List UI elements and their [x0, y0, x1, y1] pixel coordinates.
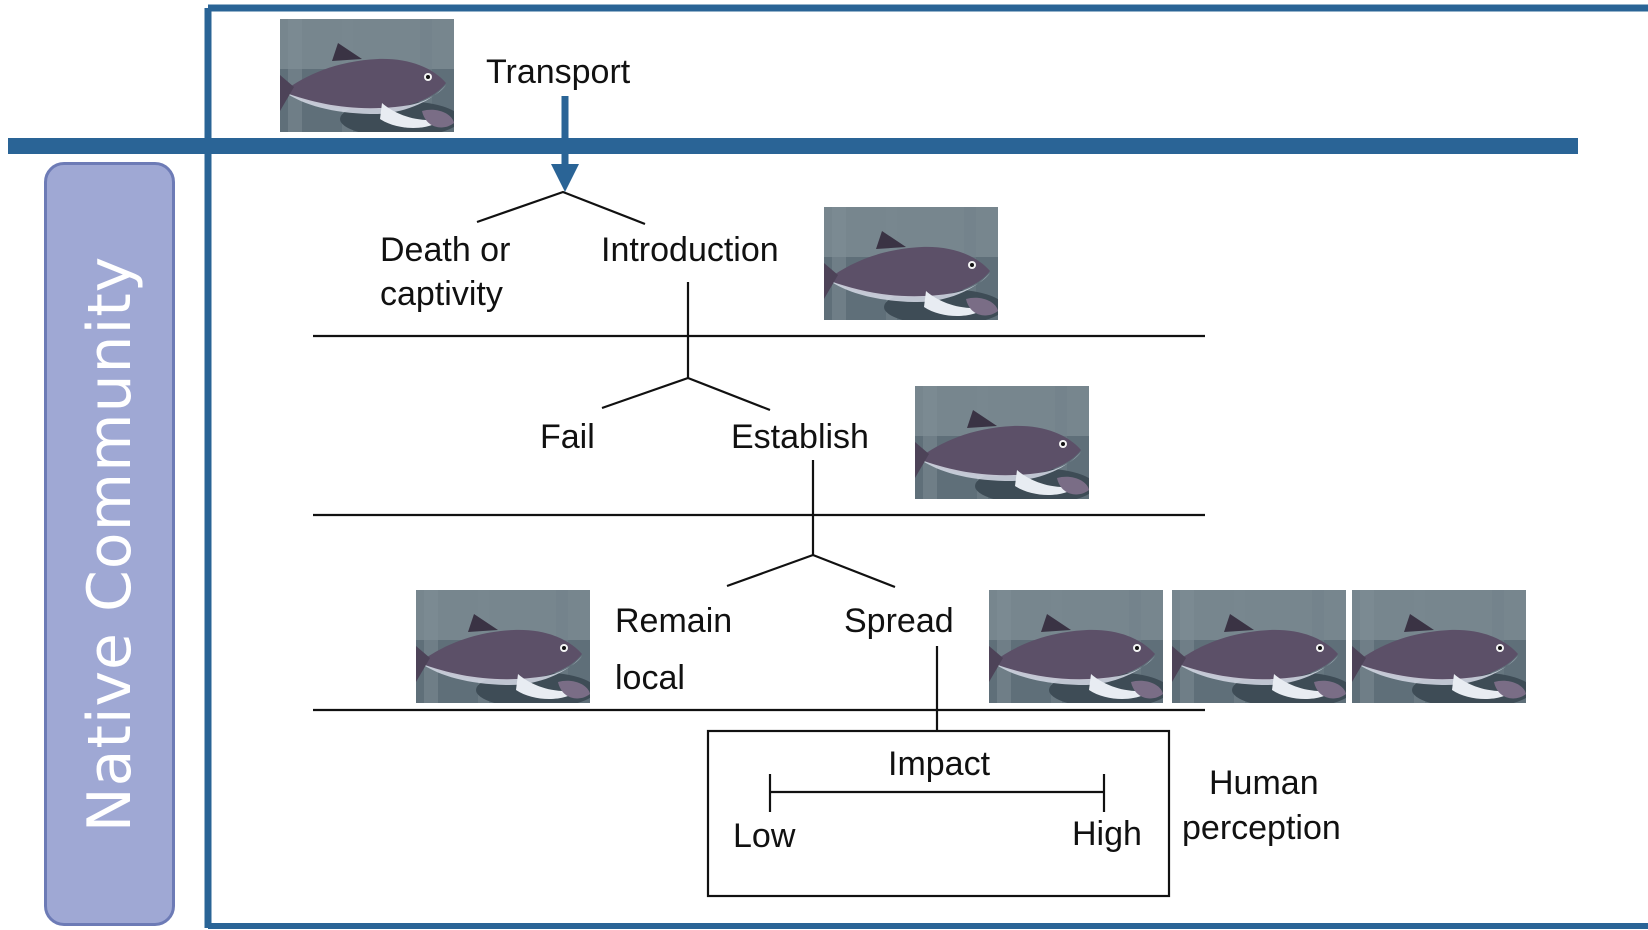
spread-label: Spread	[844, 602, 954, 640]
fish-photo-establish	[915, 386, 1089, 499]
fish-photo-spread-2	[1172, 590, 1346, 703]
branch-establish	[726, 553, 896, 589]
remain-local-label-line2: local	[615, 659, 685, 697]
branch-transport	[476, 190, 646, 226]
remain-local-label-line1: Remain	[615, 602, 733, 640]
fish-photo-spread-1	[989, 590, 1163, 703]
human-perception-label-line2: perception	[1182, 809, 1341, 847]
impact-high-label: High	[1072, 815, 1142, 853]
fish-photo-spread-3	[1352, 590, 1526, 703]
fish-photo-remain-local	[416, 590, 590, 703]
impact-box-frame	[706, 729, 1171, 898]
transport-arrowhead	[551, 164, 579, 192]
establish-label: Establish	[731, 418, 869, 456]
branch-introduction	[601, 376, 771, 412]
fish-photo-transport	[280, 19, 454, 132]
death-or-captivity-label-line2: captivity	[380, 275, 503, 313]
death-or-captivity-label-line1: Death or	[380, 231, 511, 269]
impact-low-label: Low	[733, 817, 796, 855]
native-community-label: Native Community	[74, 255, 145, 833]
fail-label: Fail	[540, 418, 595, 456]
introduction-label: Introduction	[601, 231, 779, 269]
human-perception-label-line1: Human	[1209, 764, 1319, 802]
fish-photo-introduction	[824, 207, 998, 320]
impact-title: Impact	[888, 745, 991, 783]
transport-label: Transport	[486, 53, 631, 91]
native-community-box: Native Community	[44, 162, 175, 926]
